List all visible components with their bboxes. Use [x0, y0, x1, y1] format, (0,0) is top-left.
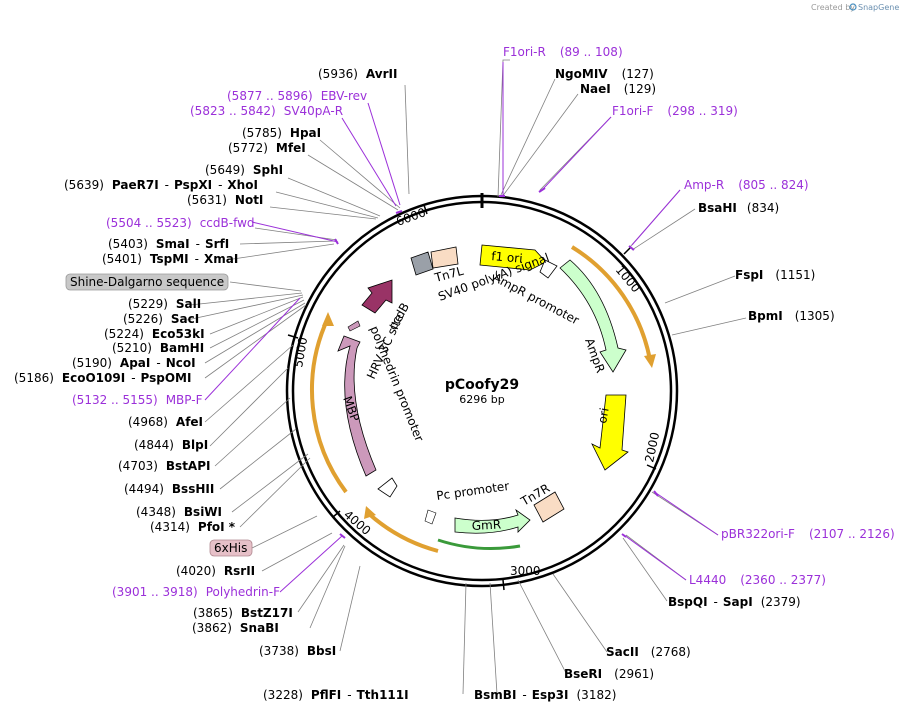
feature-tn7r: [533, 491, 565, 523]
primer-l4440: L4440(2360 .. 2377): [689, 573, 826, 587]
primer-amp-r: Amp-R(805 .. 824): [684, 178, 809, 192]
site-bstz17i: (3865)BstZ17I: [193, 606, 293, 620]
tick-5000: [287, 334, 299, 339]
feature-f1ori: [479, 244, 547, 271]
site-bbsi: (3738)BbsI: [259, 644, 336, 658]
orf-arc-gmr: [437, 538, 521, 550]
snapgene-logo-icon: [849, 3, 857, 11]
site-paer7i: (5639)PaeR7I-PspXI-XhoI: [64, 178, 258, 192]
site-rsrii: (4020)RsrII: [176, 564, 255, 578]
feature-ccdb: [361, 279, 393, 314]
site-naei: NaeI(129): [580, 82, 656, 96]
feature-sv40: [410, 251, 434, 276]
feature-label-ccdb: ccdB: [385, 300, 412, 332]
site-eco53ki: (5224)Eco53kI: [104, 327, 205, 341]
site-bsahi: BsaHI(834): [698, 201, 779, 215]
feature-mbp: [337, 335, 377, 477]
feature-label-polyhedrin-promoter: polyhedrin promoter: [367, 324, 426, 444]
primer-mbp-f: (5132 .. 5155)MBP-F: [72, 393, 203, 407]
site-fspi: FspI(1151): [735, 268, 815, 282]
primer-ccdb-fwd: (5504 .. 5523)ccdB-fwd: [106, 216, 255, 230]
site-snabi: (3862)SnaBI: [192, 621, 279, 635]
tick-label-6000: 6000: [394, 205, 427, 229]
orf-arrowhead-left: [322, 312, 334, 326]
primer-polyhedrin-f: (3901 .. 3918)Polyhedrin-F: [112, 585, 280, 599]
tick-1000: [623, 246, 632, 255]
site-bseri: BseRI(2961): [564, 667, 654, 681]
leader-lines-left: [186, 139, 401, 652]
site-bpmi: BpmI(1305): [748, 309, 835, 323]
site-bstapi: (4703)BstAPI: [118, 459, 210, 473]
site-sphi: (5649)SphI: [205, 163, 283, 177]
feature-pc-promoter: [424, 509, 437, 525]
orf-arc-left-lower: [366, 511, 439, 553]
feature-polyhedrin-promoter: [377, 477, 398, 498]
tick-label-3000: 3000: [510, 564, 541, 578]
site-mfei: (5772)MfeI: [228, 141, 306, 155]
site-tspmi: (5401)TspMI-XmaI: [102, 252, 238, 266]
site-blpi: (4844)BlpI: [134, 438, 208, 452]
site-bsmbi: BsmBI-Esp3I(3182): [474, 688, 616, 702]
primer-pbr322ori-f: pBR322ori-F(2107 .. 2126): [721, 527, 895, 541]
primer-sv40pa-r: (5823 .. 5842)SV40pA-R: [190, 104, 343, 118]
shine-dalgarno-label: Shine-Dalgarno sequence: [70, 275, 224, 289]
site-smai: (5403)SmaI-SrfI: [108, 237, 229, 251]
site-bsiwi: (4348)BsiWI: [136, 505, 222, 519]
feature-ampr-promoter: [539, 259, 558, 279]
site-saci: (5226)SacI: [123, 312, 199, 326]
orf-arc-left: [310, 317, 348, 494]
tick-4000: [332, 510, 341, 518]
site-noti: (5631)NotI: [187, 193, 263, 207]
site-bamhi: (5210)BamHI: [112, 341, 204, 355]
feature-label-ori: ori: [595, 407, 611, 425]
feature-label-pc-promoter: Pc promoter: [435, 479, 510, 503]
site-bspqi: BspQI-SapI(2379): [668, 595, 801, 609]
orf-arrowhead-ampr: [644, 354, 656, 368]
his-tag-box: [209, 539, 253, 557]
site-pfoi: (4314)PfoI *: [150, 520, 236, 534]
plasmid-size: 6296 bp: [459, 393, 504, 406]
site-apai: (5190)ApaI-NcoI: [72, 356, 196, 370]
site-afei: (4968)AfeI: [128, 415, 203, 429]
credit-text: Created by: [811, 3, 855, 12]
tick-marks: [287, 204, 657, 591]
orf-arc-ampr: [570, 245, 652, 361]
feature-tn7l: [430, 246, 459, 269]
feature-label-mbp: MBP: [340, 394, 362, 423]
credit-brand: SnapGene: [858, 3, 899, 12]
tick-3000: [502, 579, 505, 591]
feature-label-gmr: GmR: [471, 517, 501, 533]
primer-ebv-rev: (5877 .. 5896)EBV-rev: [227, 89, 367, 103]
plasmid-name: pCoofy29: [445, 377, 519, 393]
site-bsshii: (4494)BssHII: [124, 482, 214, 496]
tick-2000: [646, 464, 657, 470]
primer-lines: [204, 62, 719, 593]
feature-ampr: [559, 259, 627, 373]
site-sacii: SacII(2768): [606, 645, 691, 659]
site-hpai: (5785)HpaI: [242, 126, 321, 140]
primer-f1ori-r: F1ori-R(89 .. 108): [503, 45, 623, 59]
site-pflfi: (3228)PflFI-Tth111I: [263, 688, 409, 702]
feature-label-f1ori: f1 ori: [491, 249, 523, 266]
tick-label-2000: 2000: [642, 431, 662, 464]
tick-6000: [423, 204, 428, 215]
site-ngomiv: NgoMIV(127): [555, 67, 654, 81]
site-ecoo109i: (5186)EcoO109I-PspOMI: [14, 371, 191, 385]
shine-dalgarno-box: [65, 273, 229, 291]
his-tag-label: 6xHis: [214, 541, 247, 555]
primer-marks: [334, 187, 659, 539]
primer-f1ori-f: F1ori-F(298 .. 319): [612, 104, 738, 118]
feature-hrv3c: [347, 320, 361, 332]
orf-arrowhead-left-lower: [364, 506, 376, 519]
site-sali: (5229)SalI: [128, 297, 201, 311]
feature-ori: [591, 394, 629, 471]
feature-gmr: [454, 508, 531, 534]
site-avrii: (5936)AvrII: [318, 67, 397, 81]
tick-label-5000: 5000: [291, 336, 310, 369]
